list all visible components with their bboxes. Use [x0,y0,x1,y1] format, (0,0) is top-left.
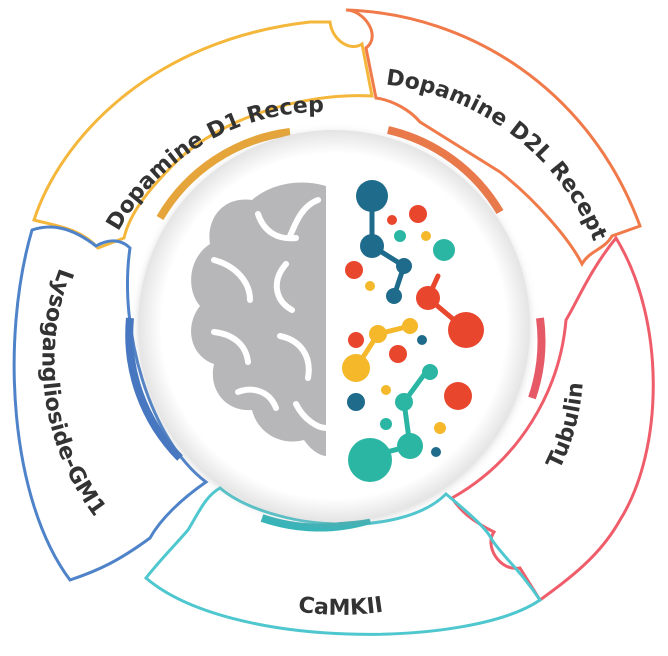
inner-arc-camkii [260,514,372,532]
segment-camkii [143,486,543,636]
molecule-network-icon [342,180,484,482]
label-camkii: CaMKII [297,593,385,621]
segment-lysoganglioside [12,225,209,582]
label-tubulin: Tubulin [542,381,589,472]
brain-icon [191,182,329,456]
label-lysoganglioside: Lysoganglioside-GM1 [36,266,110,521]
inner-arc-dopamine-d1 [156,128,291,221]
segment-dopamine-d2l [345,8,642,268]
segment-dopamine-d1 [32,20,374,250]
inner-arc-tubulin [528,317,546,400]
inner-arc-dopamine-d2l [387,126,504,215]
inner-arc-lysoganglioside [125,317,183,461]
